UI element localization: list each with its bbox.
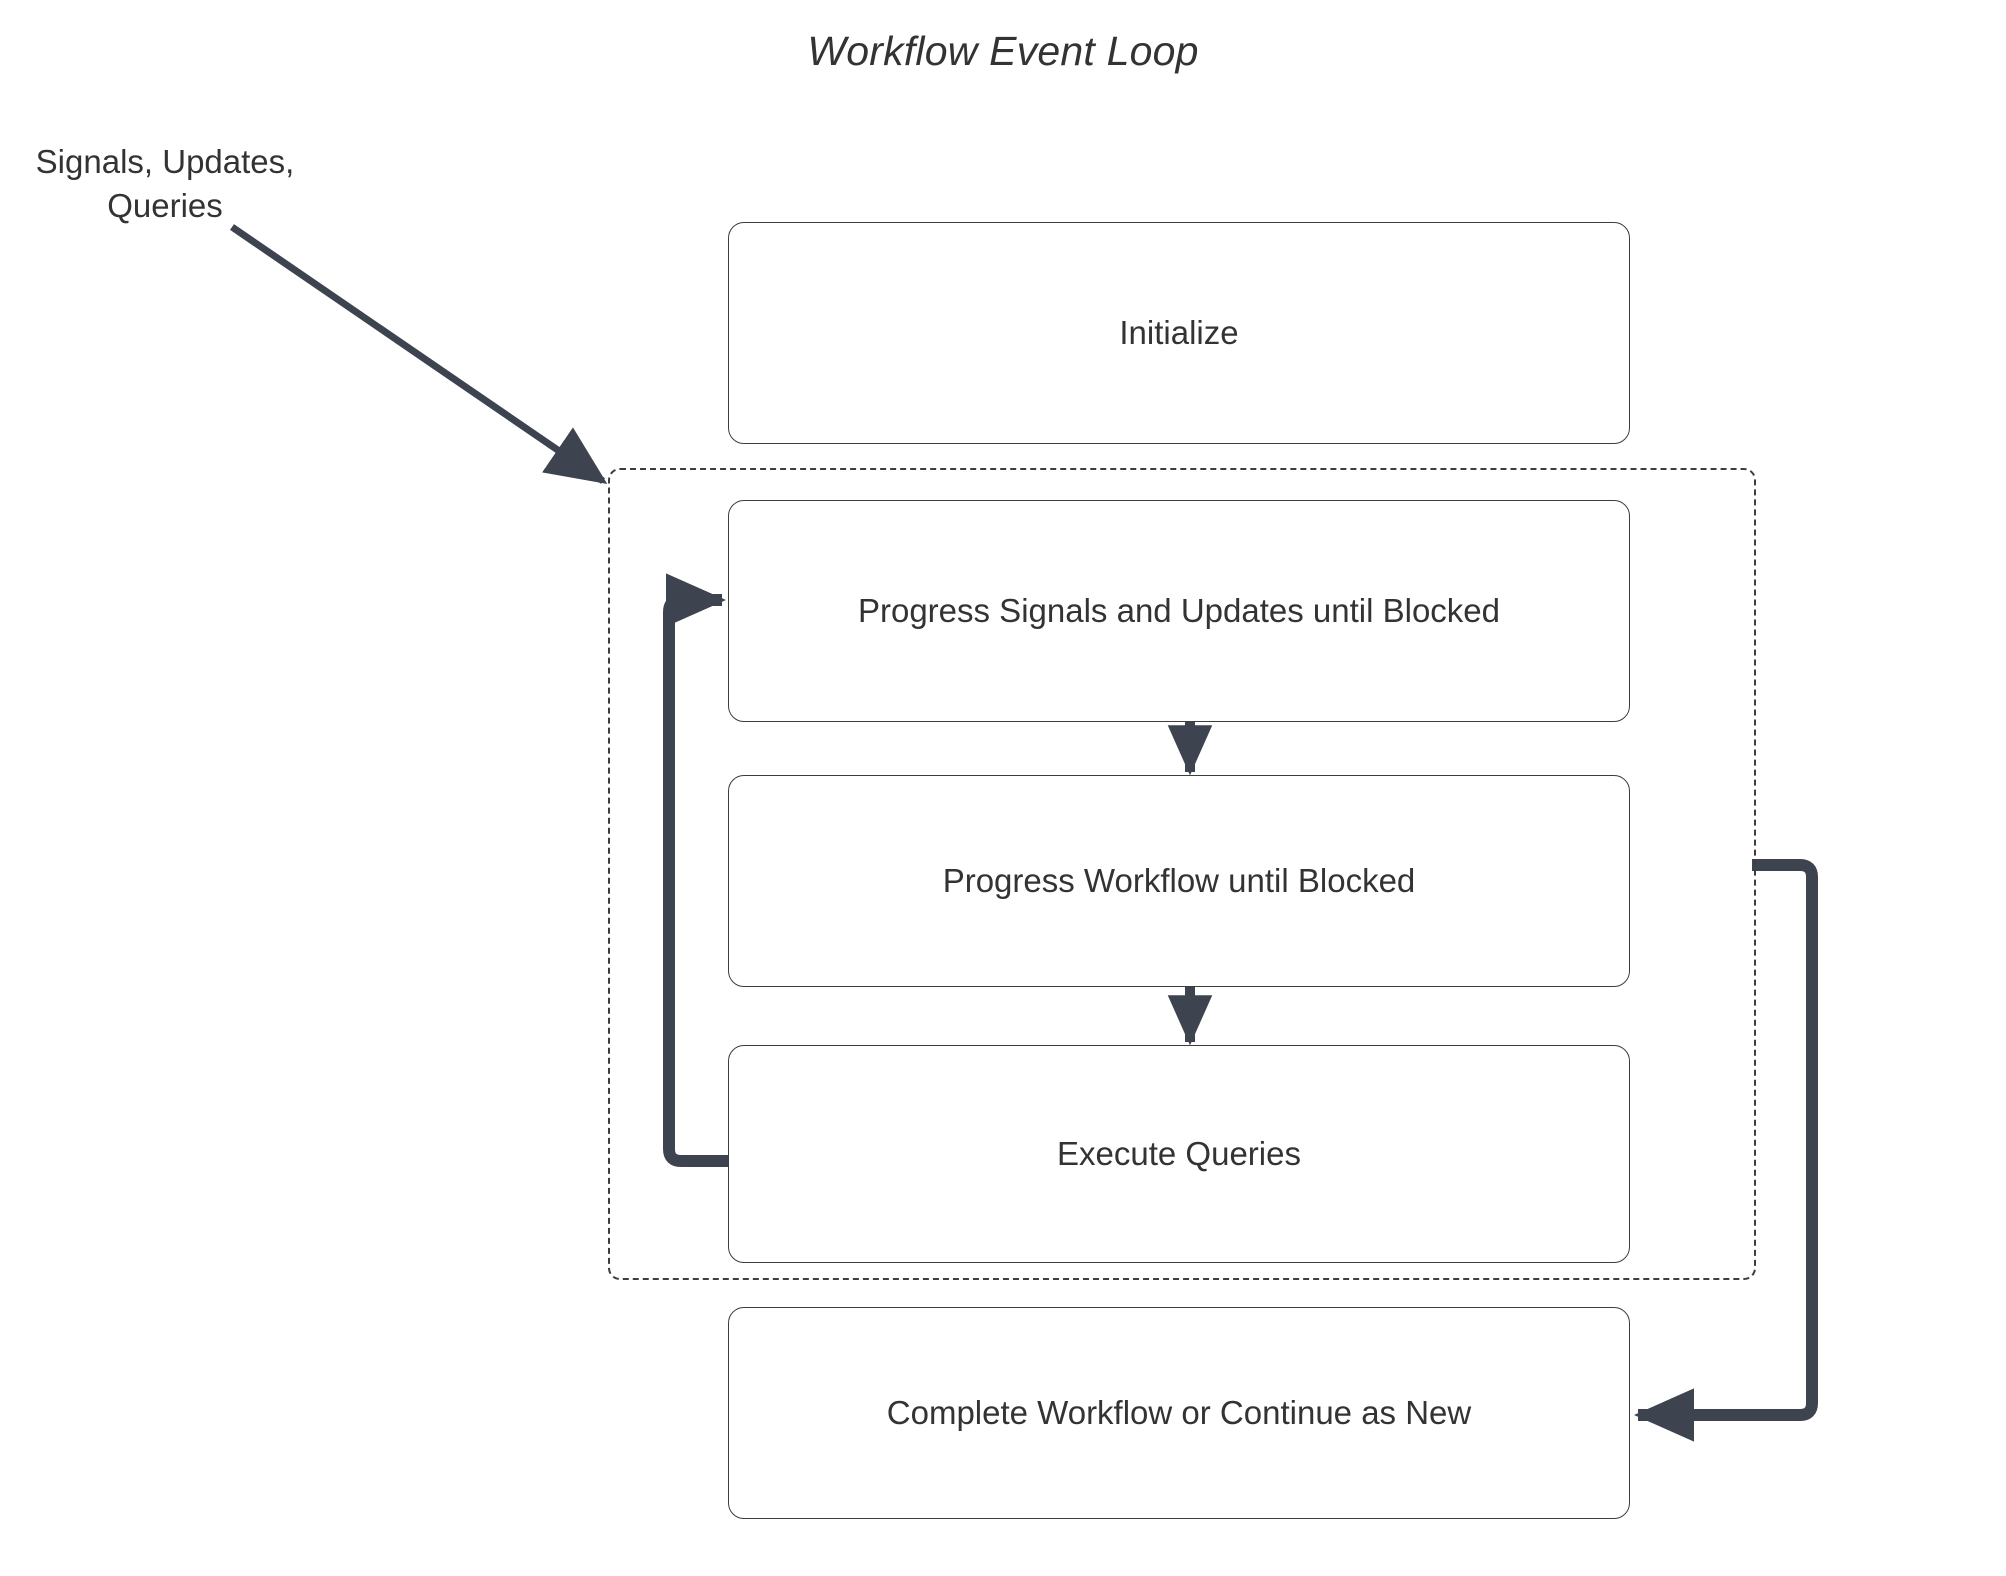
node-complete-workflow[interactable]: Complete Workflow or Continue as New — [728, 1307, 1630, 1519]
node-initialize[interactable]: Initialize — [728, 222, 1630, 444]
node-progress-signals-label: Progress Signals and Updates until Block… — [857, 591, 1501, 629]
event-loop-container — [608, 468, 1756, 1280]
external-input-label-line1: Signals, Updates, — [35, 143, 295, 180]
node-execute-queries-label: Execute Queries — [1057, 1134, 1301, 1172]
node-execute-queries[interactable]: Execute Queries — [728, 1045, 1630, 1263]
node-progress-workflow-label: Progress Workflow until Blocked — [942, 861, 1416, 899]
node-progress-signals[interactable]: Progress Signals and Updates until Block… — [728, 500, 1630, 722]
node-initialize-label: Initialize — [1119, 313, 1239, 351]
edge-external-input-to-loop — [230, 224, 608, 484]
external-input-label-line2: Queries — [107, 187, 223, 224]
page-title: Workflow Event Loop — [807, 28, 1199, 74]
node-complete-workflow-label: Complete Workflow or Continue as New — [886, 1393, 1472, 1431]
external-input-label: Signals, Updates, Queries — [20, 140, 310, 228]
node-progress-workflow[interactable]: Progress Workflow until Blocked — [728, 775, 1630, 987]
